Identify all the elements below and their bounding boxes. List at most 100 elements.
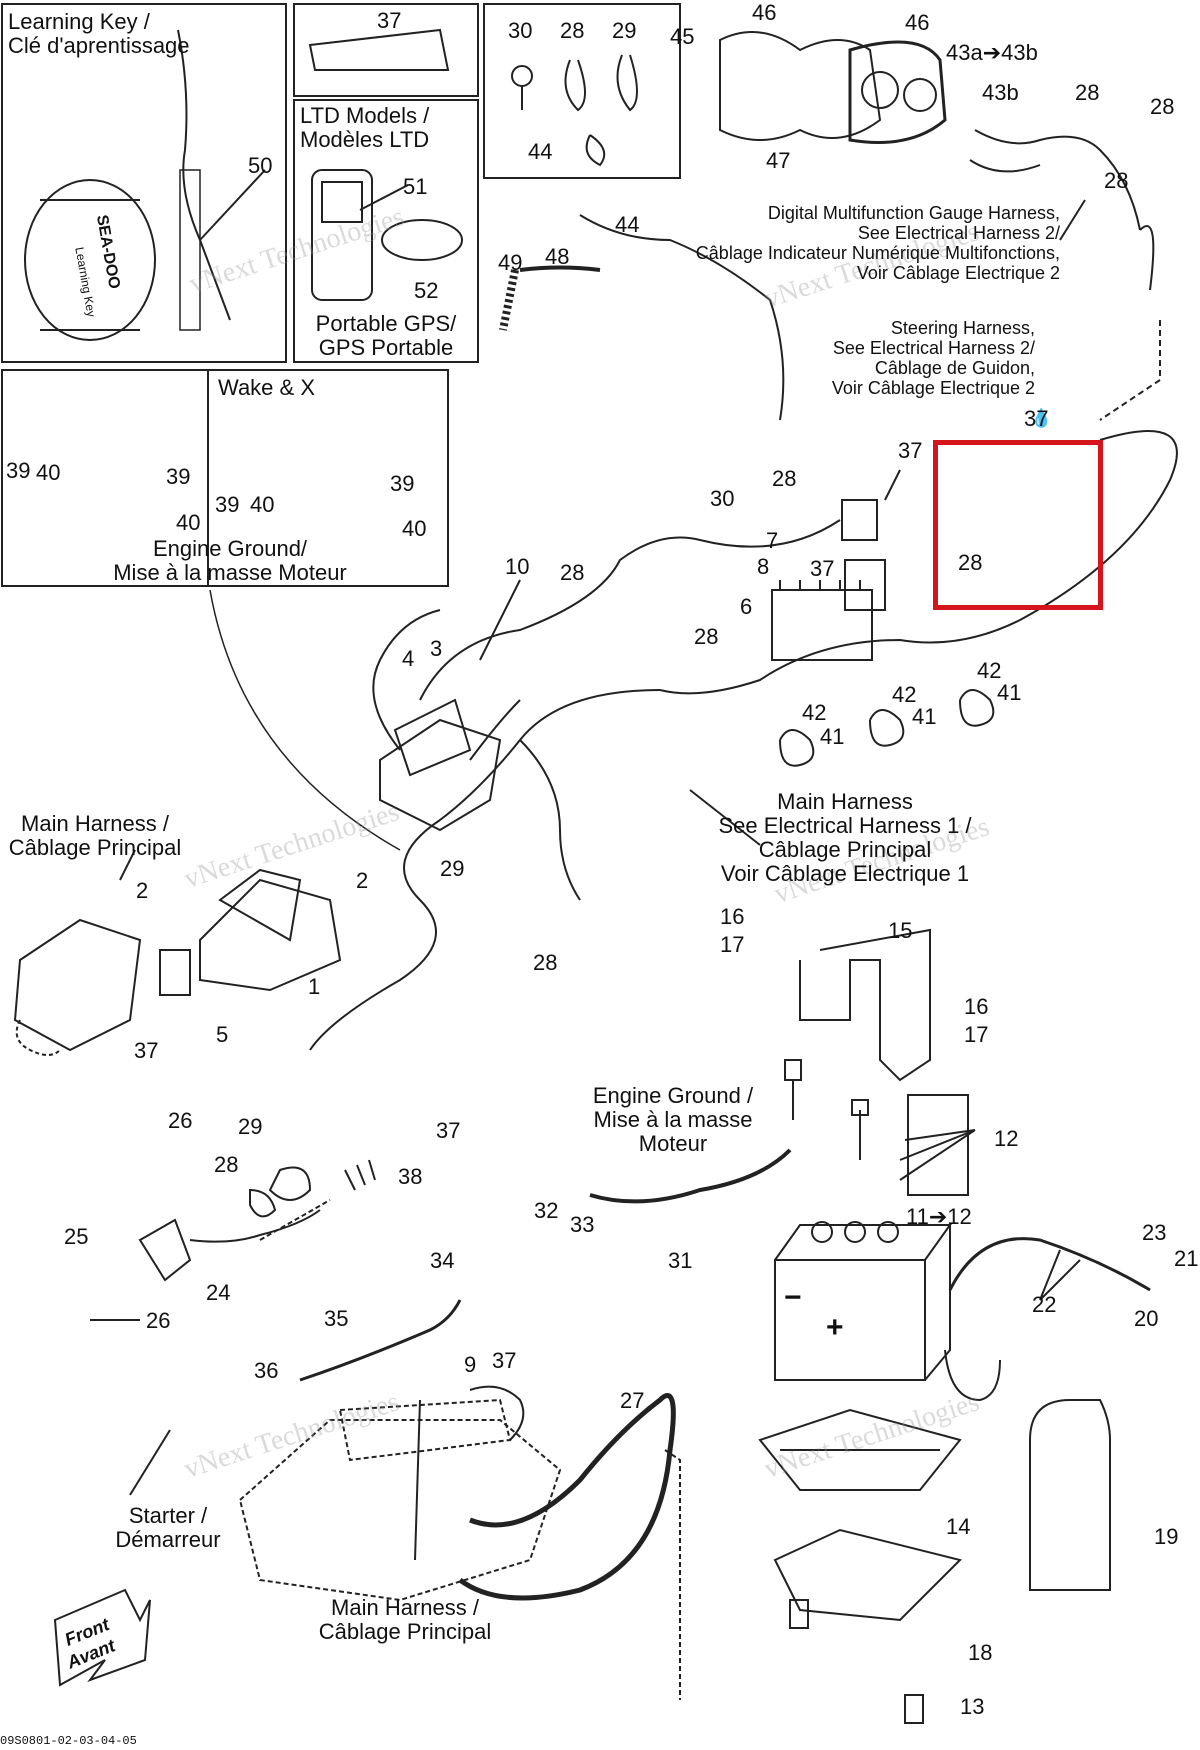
part-label: 40	[36, 460, 61, 485]
part-label: 44	[528, 139, 553, 164]
part-label: 40	[250, 492, 275, 517]
part-label: 40	[176, 510, 201, 535]
part-label: 25	[64, 1224, 89, 1249]
part-label: 39	[215, 492, 240, 517]
part-label: 10	[505, 554, 530, 579]
part-label: 42	[977, 658, 1002, 683]
part-label: 11➔12	[906, 1204, 972, 1229]
part-label: 40	[402, 516, 427, 541]
part-label: 13	[960, 1694, 985, 1719]
part-label: 28	[694, 624, 719, 649]
part-label: 46	[752, 0, 777, 25]
part-label: 43a➔43b	[946, 40, 1038, 65]
highlight-box	[933, 440, 1103, 610]
part-label: 39	[6, 458, 31, 483]
part-label: 26	[168, 1108, 193, 1133]
part-label: 42	[892, 682, 917, 707]
highlight-part-label: 28	[958, 550, 983, 575]
engine-ground-lower-note: Engine Ground / Mise à la masse Moteur	[592, 1083, 754, 1156]
part-label: 41	[997, 680, 1022, 705]
learning-key-title: Learning Key / Clé d'aprentissage	[8, 9, 190, 58]
ltd-models-title: LTD Models / Modèles LTD	[300, 103, 430, 152]
part-label: 32	[534, 1198, 559, 1223]
part-label: 28	[533, 950, 558, 975]
part-label: 9	[464, 1352, 477, 1377]
steering-harness-note: Steering Harness, See Electrical Harness…	[831, 318, 1035, 398]
part-label: 47	[766, 148, 791, 173]
part-label: 34	[430, 1248, 455, 1273]
part-label: 5	[216, 1022, 229, 1047]
part-label: 28	[1150, 94, 1175, 119]
part-label: 28	[214, 1152, 239, 1177]
part-label: 39	[390, 471, 415, 496]
wake-x-title: Wake & X	[218, 375, 315, 400]
main-harness-bottom-note: Main Harness / Câblage Principal	[318, 1595, 492, 1644]
part-label: 42	[802, 700, 827, 725]
part-label: 37	[134, 1038, 159, 1063]
battery-negative-terminal: −	[784, 1281, 802, 1314]
part-label: 37	[898, 438, 923, 463]
part-label: 33	[570, 1212, 595, 1237]
gauge-harness-note: Digital Multifunction Gauge Harness, See…	[695, 203, 1060, 283]
engine-ground-caption: Engine Ground/ Mise à la masse Moteur	[113, 536, 347, 585]
part-label: 30	[508, 18, 533, 43]
part-label: 50	[248, 153, 273, 178]
part-label: 37	[492, 1348, 517, 1373]
part-label: 29	[612, 18, 637, 43]
part-label: 37	[1024, 406, 1049, 431]
part-label: 28	[560, 560, 585, 585]
part-label: 30	[710, 486, 735, 511]
part-label: 1	[308, 974, 321, 999]
part-label: 28	[1075, 80, 1100, 105]
part-label: 29	[440, 856, 465, 881]
main-harness-upper-note: Main Harness See Electrical Harness 1 / …	[718, 789, 972, 886]
part-label: 28	[772, 466, 797, 491]
part-label: 2	[136, 878, 149, 903]
part-label: 31	[668, 1248, 693, 1273]
main-harness-left-note: Main Harness / Câblage Principal	[8, 811, 182, 860]
part-label: 51	[403, 174, 428, 199]
part-label: 36	[254, 1358, 279, 1383]
part-label: 16	[720, 904, 745, 929]
part-label: 49	[498, 250, 523, 275]
part-label: 27	[620, 1388, 645, 1413]
part-label: 38	[398, 1164, 423, 1189]
part-label: 48	[545, 244, 570, 269]
portable-gps-caption: Portable GPS/ GPS Portable	[315, 311, 457, 360]
part-label: 37	[377, 8, 402, 33]
part-label: 17	[964, 1022, 989, 1047]
part-label: 7	[766, 528, 779, 553]
part-label: 37	[810, 556, 835, 581]
part-label: 41	[820, 724, 845, 749]
figure-code: 09S0801-02-03-04-05	[0, 1734, 137, 1748]
part-label: 4	[402, 646, 415, 671]
part-label: 17	[720, 932, 745, 957]
part-label: 22	[1032, 1292, 1057, 1317]
part-label: 2	[356, 868, 369, 893]
part-label: 18	[968, 1640, 993, 1665]
part-label: 39	[166, 464, 191, 489]
drop-icon: 💧	[1030, 408, 1053, 428]
part-label: 12	[994, 1126, 1019, 1151]
part-label: 28	[560, 18, 585, 43]
part-label: 45	[670, 24, 695, 49]
part-label: 35	[324, 1306, 349, 1331]
part-label: 21	[1174, 1246, 1199, 1271]
starter-label: Starter / Démarreur	[115, 1503, 221, 1552]
battery-positive-terminal: +	[826, 1311, 844, 1344]
part-label: 46	[905, 10, 930, 35]
part-label: 14	[946, 1514, 971, 1539]
part-label: 43b	[982, 80, 1019, 105]
part-label: 41	[912, 704, 937, 729]
part-label: 23	[1142, 1220, 1167, 1245]
part-label: 52	[414, 278, 439, 303]
part-label: 37	[436, 1118, 461, 1143]
part-label: 44	[615, 212, 640, 237]
part-label: 20	[1134, 1306, 1159, 1331]
part-label: 28	[1104, 168, 1129, 193]
part-label: 29	[238, 1114, 263, 1139]
part-label: 16	[964, 994, 989, 1019]
part-label: 8	[757, 554, 770, 579]
part-label: 3	[430, 636, 443, 661]
